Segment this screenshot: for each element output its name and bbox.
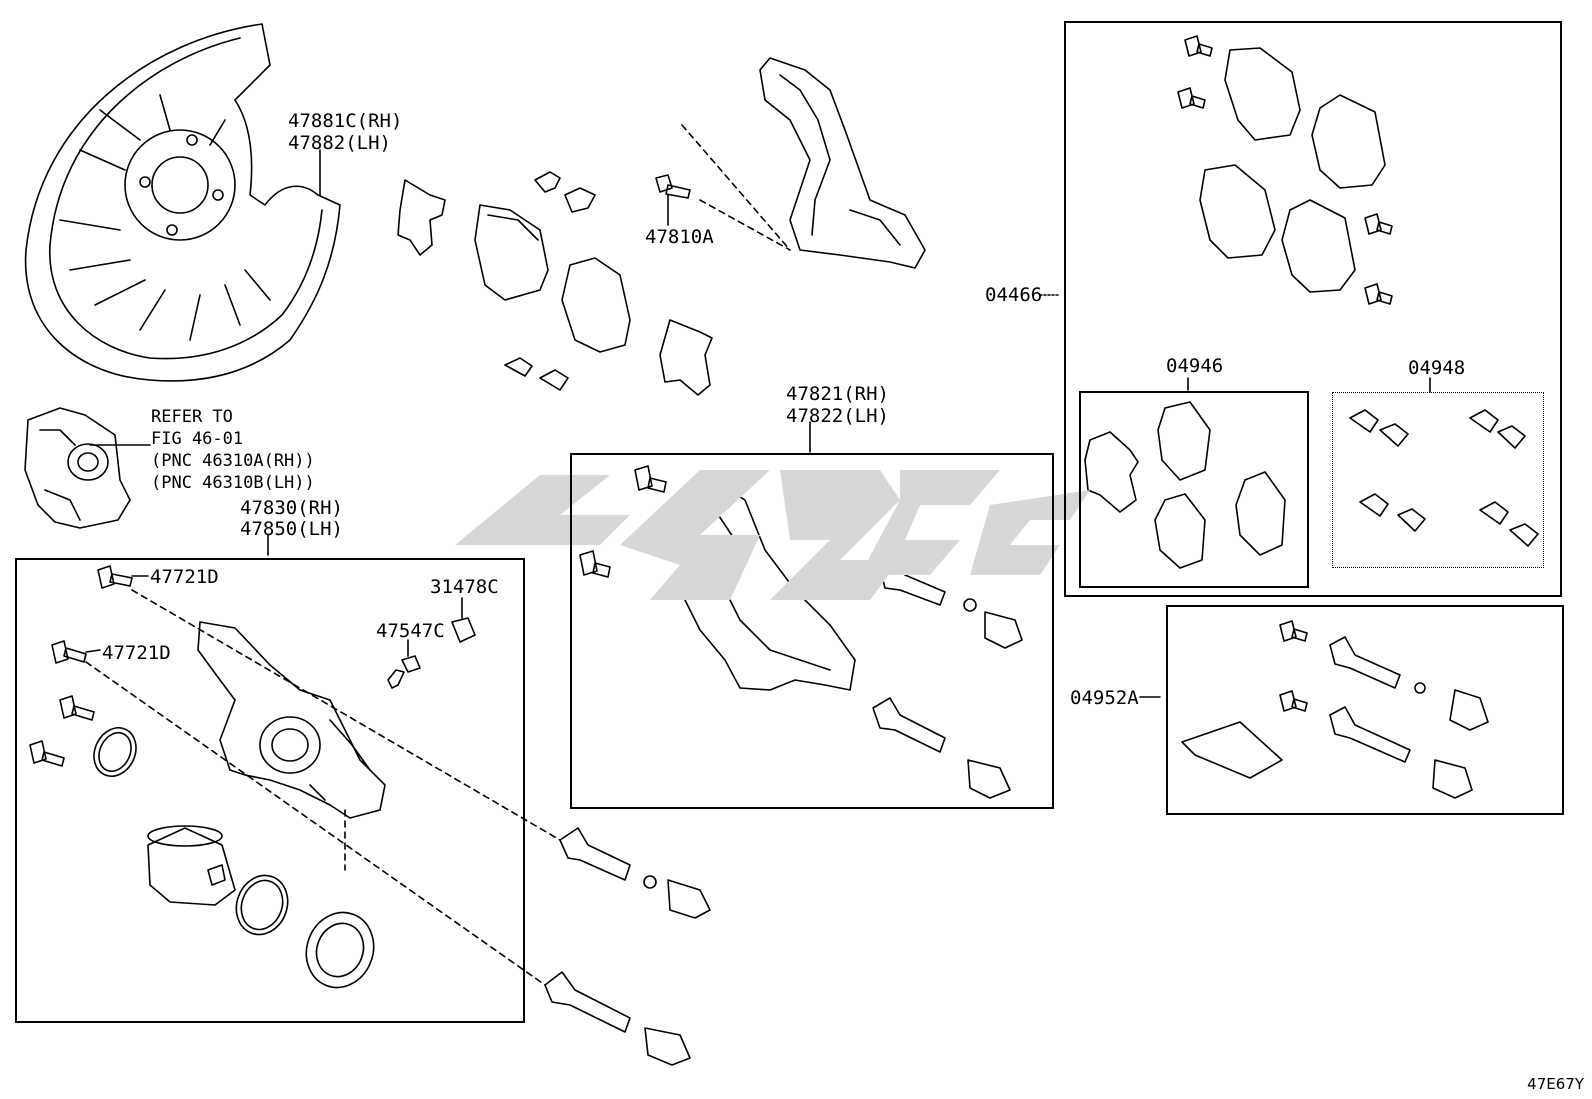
label-mount-lh: 47822(LH) <box>786 405 889 427</box>
seal-ring-inner <box>98 731 132 773</box>
bolt-mount-1-part <box>634 465 667 493</box>
pad-shim-group <box>397 171 713 396</box>
piston-seal-part <box>235 874 289 936</box>
piston-seal-inner <box>240 879 284 931</box>
label-caliper-assy-rh: 47830(RH) <box>240 497 343 519</box>
label-refer-4: (PNC 46310B(LH)) <box>151 473 315 493</box>
caliper-refer-part <box>24 407 131 529</box>
leader-47721d-2 <box>85 649 101 653</box>
label-47810a: 47810A <box>645 226 714 248</box>
bolt-47721d-2-part <box>51 640 87 664</box>
shim-kit-parts <box>1084 401 1286 569</box>
pin-mount-2-part <box>872 697 1011 799</box>
repair-kit-box <box>1166 605 1564 815</box>
label-04466: 04466 <box>985 284 1043 306</box>
dust-boot-inner <box>315 922 365 978</box>
pad-kit-parts <box>1177 35 1393 305</box>
label-31478c: 31478C <box>430 576 499 598</box>
bolt-mount-2-part <box>579 550 611 578</box>
label-04946: 04946 <box>1166 355 1224 377</box>
pin-lower-1-part <box>559 827 711 919</box>
seal-ring-part <box>93 727 137 777</box>
label-caliper-assy-lh: 47850(LH) <box>240 518 343 540</box>
caliper-assy-box <box>15 558 525 1023</box>
pad-kit-box <box>1064 21 1562 597</box>
label-47721d-1: 47721D <box>150 566 219 588</box>
bleeder-47547c-part <box>387 655 421 689</box>
dash-line-47810a <box>681 124 791 251</box>
dust-boot-part <box>305 911 375 989</box>
label-refer-1: REFER TO <box>151 407 233 427</box>
shim-kit-box <box>1079 391 1309 588</box>
dust-shield-part <box>24 23 341 382</box>
label-refer-3: (PNC 46310A(RH)) <box>151 451 315 471</box>
caliper-body-part <box>197 621 386 819</box>
caliper-mount-top-part <box>759 57 926 269</box>
piston-part <box>147 825 236 906</box>
repair-kit-parts <box>1181 620 1489 799</box>
watermark-logo <box>455 470 1090 600</box>
cap-31478c-part <box>451 617 476 643</box>
bolt-3-part <box>59 695 95 721</box>
pin-lower-2-part <box>544 971 691 1066</box>
dash-line-bolts <box>85 589 561 986</box>
label-47547c: 47547C <box>376 620 445 642</box>
bolt-47721d-1-part <box>97 565 133 589</box>
label-47721d-2: 47721D <box>102 642 171 664</box>
clip-kit-parts <box>1349 409 1539 547</box>
label-04948: 04948 <box>1408 357 1466 379</box>
label-mount-rh: 47821(RH) <box>786 383 889 405</box>
bolt-4-part <box>29 740 65 767</box>
diagram-code: 47E67Y <box>1527 1075 1584 1093</box>
label-shield-rh: 47881C(RH) <box>288 110 403 132</box>
label-refer-2: FIG 46-01 <box>151 429 244 449</box>
label-shield-lh: 47882(LH) <box>288 132 391 154</box>
clip-kit-box <box>1332 392 1544 568</box>
caliper-mount-box <box>570 453 1054 809</box>
label-04952a: 04952A <box>1070 687 1139 709</box>
bolt-47810a-part <box>655 174 691 199</box>
